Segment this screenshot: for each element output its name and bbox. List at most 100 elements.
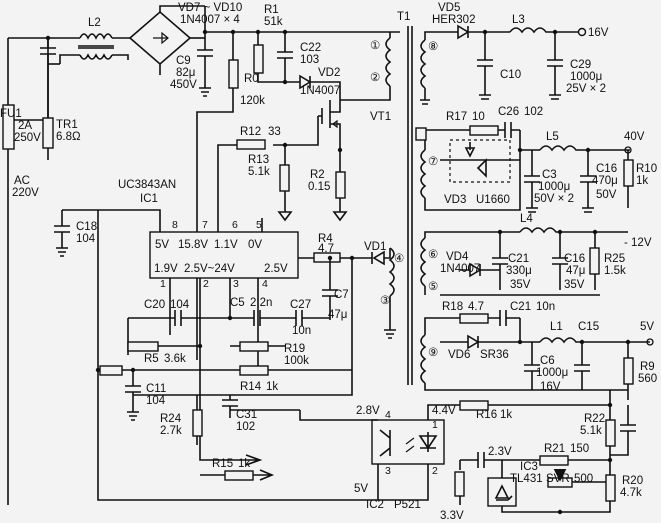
lbl-r13: R13: [248, 154, 269, 166]
bulk-cap-c9: [197, 6, 213, 97]
lbl-l1: L1: [550, 321, 563, 333]
resistor-r22: [605, 419, 616, 447]
lbl-c11: C11: [146, 383, 166, 395]
lbl-r16-val: 1k: [500, 409, 512, 421]
lbl-r21: R21: [544, 443, 565, 455]
lbl-c27: C27: [290, 299, 311, 311]
lbl-c29-val: 1000μ: [570, 71, 602, 83]
lbl-p521: P521: [394, 499, 421, 511]
lbl-r0-val: 120k: [240, 95, 265, 107]
lbl-r5-val: 3.6k: [164, 353, 186, 365]
tl431-ic3: [487, 477, 517, 507]
transformer-t1: [407, 26, 450, 391]
lbl-c16a-val: 470μ: [592, 175, 618, 187]
lbl-r20-val: 4.7k: [620, 487, 642, 499]
resistor-r12: [236, 139, 266, 150]
outputs-section: [440, 24, 654, 400]
bridge-rectifier: [128, 5, 205, 75]
lbl-r2: R2: [310, 169, 325, 181]
resistor-r5: [127, 341, 159, 352]
lbl-pin7-t: ⑦: [428, 156, 438, 168]
lbl-c3-rating: 50V × 2: [534, 193, 574, 205]
lbl-vd6: VD6: [448, 349, 470, 361]
lbl-r10-val: 1k: [636, 175, 648, 187]
lbl-v-pin8: 5V: [155, 239, 169, 251]
lbl-ic1: IC1: [140, 193, 158, 205]
lbl-c7-val: 47μ: [328, 309, 347, 321]
lbl-r21-val: 150: [570, 443, 589, 455]
lbl-3v3: 3.3V: [440, 510, 464, 522]
lbl-neg12: - 12V: [624, 237, 652, 249]
lbl-fu1: FU1: [0, 108, 22, 120]
lbl-v-pin4: 2.5V: [264, 263, 288, 275]
lbl-c18-val: 104: [76, 233, 96, 245]
lbl-vd2: VD2: [318, 67, 340, 79]
lbl-c9-val: 82μ: [176, 67, 195, 79]
lbl-2v3: 2.3V: [488, 446, 512, 458]
lbl-r18-val: 4.7: [468, 301, 484, 313]
lbl-v-pin1: 1.9V: [154, 263, 178, 275]
lbl-c16a-rating: 50V: [596, 189, 617, 201]
lbl-v-pin7: 15.8V: [178, 239, 208, 251]
lbl-r5: R5: [144, 353, 159, 365]
lbl-c16a: C16: [596, 163, 617, 175]
lbl-c9: C9: [176, 55, 191, 67]
lbl-r19-val: 100k: [284, 355, 309, 367]
resistor-r17: [469, 125, 499, 136]
lbl-r4-val: 4.7: [318, 243, 334, 255]
lbl-c9-v: 450V: [170, 79, 197, 91]
lbl-v-pin2: 2.5V~24V: [184, 263, 235, 275]
lbl-5v-primary: 5V: [354, 483, 368, 495]
resistor-r15: [224, 470, 254, 481]
lbl-c6-rating: 16V: [540, 381, 561, 393]
lbl-c3: C3: [542, 169, 557, 181]
lbl-tl431: TL431: [510, 473, 543, 485]
lbl-c31: C31: [236, 409, 257, 421]
resistor-r10: [623, 159, 634, 187]
mosfet-vt1: [318, 100, 341, 150]
lbl-pin2b: 2: [203, 278, 209, 290]
lbl-r9-val: 560: [638, 373, 657, 385]
lbl-r24: R24: [160, 413, 182, 425]
resistor-r2: [335, 171, 346, 199]
ic1-body: [149, 231, 299, 279]
lbl-v-pin5: 0V: [248, 239, 262, 251]
resistor-r1: [228, 59, 239, 89]
lbl-c6: C6: [540, 355, 555, 367]
lbl-r10: R10: [636, 163, 657, 175]
lbl-r18: R18: [442, 301, 463, 313]
lbl-c10: C10: [500, 69, 521, 81]
lbl-r22: R22: [584, 413, 605, 425]
lbl-c15: C15: [578, 321, 599, 333]
lbl-ic3: IC3: [520, 461, 538, 473]
lbl-pin4: ④: [394, 253, 404, 265]
lbl-r15: R15: [212, 458, 233, 470]
resistor-r9: [623, 357, 634, 385]
resistor-r-tl431: [454, 471, 465, 497]
lbl-c21-rating: 35V: [510, 279, 531, 291]
lbl-r16: R16: [476, 409, 497, 421]
lbl-pin4b: 4: [262, 278, 268, 290]
lbl-vd3: VD3: [444, 194, 466, 206]
resistor-r-left: [99, 365, 123, 376]
lbl-4v4: 4.4V: [432, 405, 456, 417]
lbl-c21b-val: 10n: [536, 301, 555, 313]
resistor-r13: [279, 164, 290, 192]
lbl-pin8-t: ⑧: [428, 41, 438, 53]
lbl-c21: C21: [508, 253, 529, 265]
lbl-r19: R19: [284, 343, 305, 355]
lbl-c6-val: 1000μ: [536, 367, 568, 379]
terminal-16v: [577, 27, 587, 37]
lbl-pin1: ①: [370, 40, 380, 52]
resistor-r25: [589, 247, 600, 275]
lbl-c11-val: 104: [146, 395, 166, 407]
resistor-r18: [459, 313, 489, 324]
lbl-c26-val: 102: [524, 106, 543, 118]
lbl-r1: R1: [264, 4, 279, 16]
feedback-section: [230, 390, 636, 513]
lbl-r12-val: 33: [268, 126, 281, 138]
lbl-c16b-rating: 35V: [564, 279, 585, 291]
lbl-l4: L4: [520, 213, 533, 225]
